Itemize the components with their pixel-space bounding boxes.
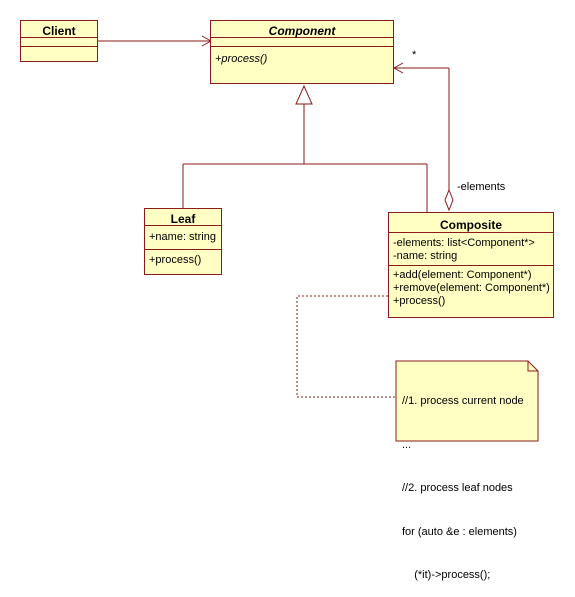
client-operations: [21, 47, 97, 61]
elements-multiplicity: *: [412, 49, 417, 61]
note-line: ...: [402, 438, 412, 451]
note-line: for (auto &e : elements): [402, 525, 517, 538]
note-line: //2. process leaf nodes: [402, 482, 513, 494]
operation: +process(): [149, 254, 202, 266]
operation: +process(): [393, 295, 446, 307]
generalization-triangle: [295, 84, 313, 105]
client-class[interactable]: Client: [20, 20, 98, 62]
client-attributes: [21, 38, 97, 47]
leaf-class-name: Leaf: [145, 209, 221, 226]
note-link: [296, 295, 396, 398]
operation: +add(element: Component*): [393, 269, 532, 281]
aggregation-arrowhead: [392, 62, 404, 74]
component-class-name: Component: [211, 21, 393, 38]
attribute: +name: string: [149, 231, 216, 243]
attribute: -elements: list<Component*>: [393, 237, 535, 249]
attribute: -name: string: [393, 250, 458, 262]
composite-class[interactable]: Composite -elements: list<Component*> -n…: [388, 212, 554, 318]
leaf-attributes: +name: string: [145, 226, 221, 250]
client-class-name: Client: [21, 21, 97, 38]
leaf-operations: +process(): [145, 250, 221, 269]
note-shape: [395, 360, 539, 442]
component-operations: +process(): [211, 47, 393, 68]
component-class[interactable]: Component +process(): [210, 20, 394, 84]
note-line: (*it)->process();: [402, 569, 491, 581]
leaf-class[interactable]: Leaf +name: string +process(): [144, 208, 222, 275]
note-line: //1. process current node: [402, 395, 524, 407]
elements-role-label: -elements: [457, 181, 506, 193]
note-fold: [527, 361, 538, 372]
composite-attributes: -elements: list<Component*> -name: strin…: [389, 233, 553, 266]
diagram-connectors: [98, 35, 539, 442]
component-attributes: [211, 38, 393, 47]
note[interactable]: //1. process current node ... //2. proce…: [396, 361, 538, 581]
operation: +remove(element: Component*): [393, 282, 550, 294]
composite-operations: +add(element: Component*) +remove(elemen…: [389, 266, 553, 310]
aggregation-diamond: [444, 188, 454, 212]
operation: +process(): [215, 53, 268, 65]
composite-class-name: Composite: [389, 213, 553, 233]
